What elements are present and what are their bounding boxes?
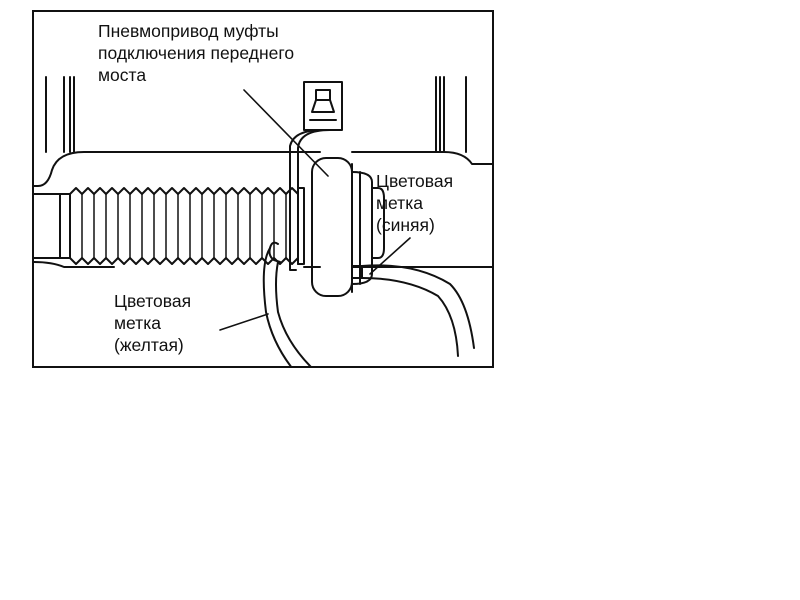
yellow-hose [262,247,312,366]
yellow-mark-label-line: метка [114,313,161,333]
drive-shaft-stub [34,193,71,259]
actuator-label-line: Пневмопривод муфты [98,21,279,41]
actuator-label: Пневмопривод муфты подключения переднего… [98,20,294,86]
diagram-frame: Пневмопривод муфты подключения переднего… [32,10,494,368]
vacuum-actuator [311,157,385,297]
yellow-mark-label: Цветовая метка (желтая) [114,290,191,356]
actuator-label-line: подключения переднего [98,43,295,63]
blue-mark-label-line: Цветовая [376,171,454,191]
yellow-mark-label-line: (желтая) [114,335,184,355]
leader-lines [219,89,411,331]
axle-diagram [34,76,492,366]
blue-mark-label-line: (синяя) [376,215,435,235]
blue-mark-label: Цветовая метка (синяя) [376,170,453,236]
rubber-boot [69,187,305,265]
blue-hose [361,264,475,357]
actuator-label-line: моста [98,65,147,85]
blue-mark-label-line: метка [376,193,423,213]
mounting-bracket [289,81,343,271]
axle-housing [34,151,492,268]
right-frame-rails [435,76,467,153]
yellow-mark-label-line: Цветовая [114,291,192,311]
left-frame-rails [45,76,75,153]
